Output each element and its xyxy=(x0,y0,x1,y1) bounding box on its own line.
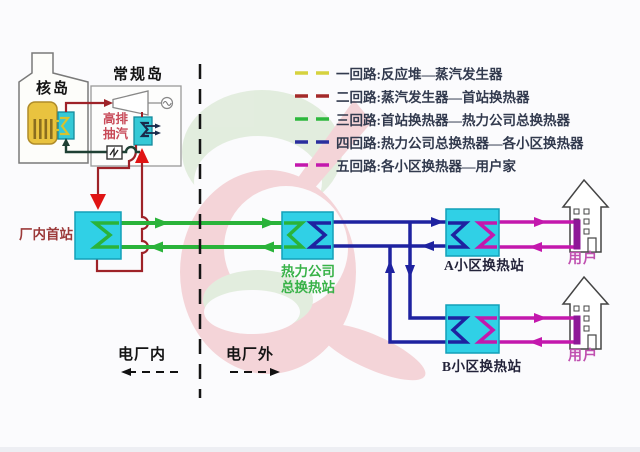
loop3-piping xyxy=(121,217,282,253)
magenta-coil xyxy=(474,316,497,344)
magenta-arrow-right xyxy=(534,313,547,323)
navy-branch-supply-b xyxy=(408,222,446,320)
navy-arrow-up xyxy=(385,260,395,273)
primary-loop-coil xyxy=(60,116,71,136)
navy-branch-return-b xyxy=(388,246,446,344)
heating-company-station-box xyxy=(281,211,334,260)
magenta-arrow-right xyxy=(534,217,547,227)
green-arrow-right xyxy=(155,217,169,229)
house-door xyxy=(587,237,597,253)
green-arrow-left xyxy=(260,241,274,253)
legend-label: 四回路:热力公司总换热器—各小区换热器 xyxy=(336,136,584,151)
generator-sine-icon xyxy=(162,101,172,106)
district-a-station-box xyxy=(445,208,500,257)
steam-arrowhead xyxy=(155,130,161,136)
legend-row-loop2: 二回路:蒸汽发生器—首站换热器 xyxy=(294,87,584,105)
watermark-pink-tail xyxy=(318,323,426,381)
magenta-arrow-left xyxy=(529,337,542,347)
feedwater-pipe-hop xyxy=(122,145,140,154)
return-pipe-with-hops xyxy=(95,163,150,273)
legend: 一回路:反应堆—蒸汽发生器 二回路:蒸汽发生器—首站换热器 三回路:首站换热器—… xyxy=(294,64,584,174)
legend-label: 二回路:蒸汽发生器—首站换热器 xyxy=(336,90,530,105)
green-arrow-left xyxy=(149,241,163,253)
bottom-edge-band xyxy=(0,447,640,452)
navy-arrow-down xyxy=(405,265,415,278)
hot-supply-arrow-down xyxy=(90,194,106,210)
sg-to-turbine-pipe xyxy=(64,101,106,112)
district-b-station-box xyxy=(445,304,500,354)
district-b-label: B小区换热站 xyxy=(442,359,522,374)
legend-dash-icon xyxy=(295,71,331,75)
navy-arrow-left xyxy=(421,241,434,251)
exchanger-box xyxy=(74,211,122,260)
nuclear-island xyxy=(18,52,89,164)
reactor-vessel xyxy=(27,101,58,145)
magenta-loop-b xyxy=(499,316,579,344)
user-house-a xyxy=(561,178,610,253)
arrow-right-icon xyxy=(270,368,280,376)
legend-row-loop1: 一回路:反应堆—蒸汽发生器 xyxy=(294,64,584,82)
green-coil xyxy=(284,221,307,249)
legend-label: 五回路:各小区换热器—用户家 xyxy=(336,159,516,174)
pump-symbol-icon xyxy=(109,146,119,159)
plant-first-station-box xyxy=(74,211,122,260)
steam-arrowhead xyxy=(155,123,161,129)
user-house-b xyxy=(561,275,610,350)
navy-coil xyxy=(306,221,331,249)
magenta-arrow-left xyxy=(529,242,542,252)
house-door xyxy=(587,334,597,350)
loop5-piping xyxy=(499,217,581,347)
steam-turbine xyxy=(112,90,149,116)
legend-dash-icon xyxy=(295,94,331,98)
plant-first-station-label: 厂内首站 xyxy=(19,227,73,242)
house-outline xyxy=(561,275,610,350)
steam-flow-arrows xyxy=(146,125,156,134)
legend-label: 三回路:首站换热器—热力公司总换热器 xyxy=(336,113,570,128)
inside-plant-label: 电厂内 xyxy=(118,347,167,363)
legend-row-loop3: 三回路:首站换热器—热力公司总换热器 xyxy=(294,110,584,128)
hp-extraction-label: 高排 抽汽 xyxy=(103,112,129,142)
outside-plant-label: 电厂外 xyxy=(226,347,275,363)
legend-dash-icon xyxy=(295,163,331,167)
legend-dash-icon xyxy=(295,117,331,121)
legend-row-loop5: 五回路:各小区换热器—用户家 xyxy=(294,156,584,174)
user-b-label: 用户 xyxy=(568,349,598,364)
navy-coil xyxy=(448,316,471,344)
feedwater-arrow-up xyxy=(62,138,70,146)
loop2-piping xyxy=(62,99,150,273)
loop4-piping xyxy=(333,220,446,344)
navy-arrow-right xyxy=(431,217,444,227)
green-coil xyxy=(90,221,119,249)
watermark-pink-band xyxy=(292,100,372,198)
conventional-island-label: 常规岛 xyxy=(113,67,165,83)
plant-boundary xyxy=(121,64,280,398)
watermark-cutout3 xyxy=(204,290,300,334)
nuclear-island-label: 核岛 xyxy=(36,81,71,97)
feedwater-pipe xyxy=(64,146,107,154)
legend-label: 一回路:反应堆—蒸汽发生器 xyxy=(336,67,503,82)
hp-extraction-heat-exchanger xyxy=(133,116,153,146)
reactor-core-stripes xyxy=(33,119,53,139)
heating-company-label: 热力公司 总换热站 xyxy=(281,264,335,296)
magenta-coil xyxy=(474,221,497,249)
legend-row-loop4: 四回路:热力公司总换热器—各小区换热器 xyxy=(294,133,584,151)
magenta-loop-a xyxy=(499,220,579,249)
legend-dash-icon xyxy=(295,140,331,144)
extraction-coil xyxy=(139,121,149,138)
house-outline xyxy=(561,178,610,253)
loop4-arrows xyxy=(385,217,444,278)
navy-coil xyxy=(448,221,471,249)
green-arrow-right xyxy=(262,217,276,229)
district-a-label: A小区换热站 xyxy=(444,258,525,273)
sg-steam-arrow xyxy=(104,99,113,107)
return-arrow-up xyxy=(135,148,149,163)
arrow-left-icon xyxy=(121,368,131,376)
user-a-label: 用户 xyxy=(568,252,598,267)
